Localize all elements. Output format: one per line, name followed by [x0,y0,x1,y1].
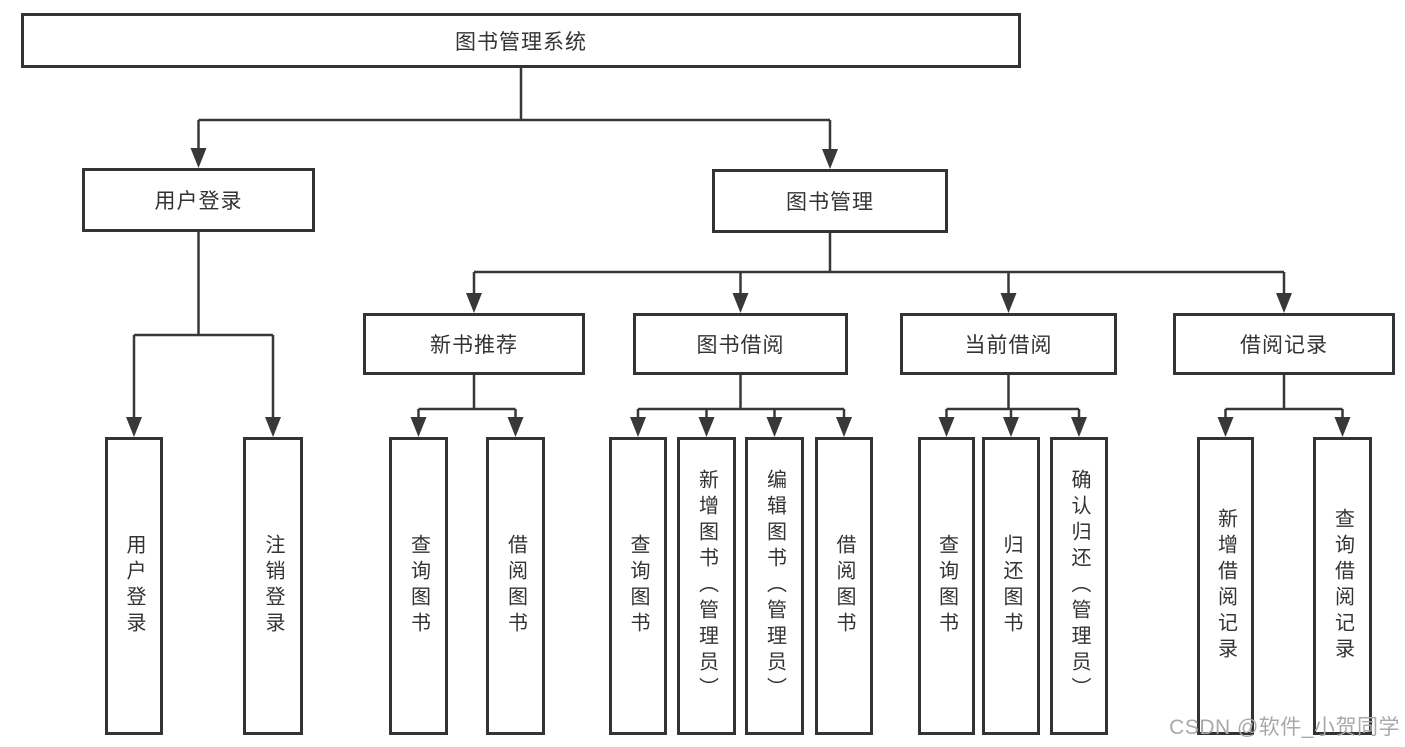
node-label: 查询图书 [935,534,958,638]
node-user-login: 用户登录 [82,168,315,232]
node-label: 新书推荐 [430,334,518,357]
node-leaf-logout: 注销登录 [243,437,303,735]
node-label: 图书借阅 [696,334,785,357]
node-leaf-user-login: 用户登录 [105,437,163,735]
node-label: 用户登录 [123,534,145,638]
node-label: 查询借阅记录 [1331,508,1354,664]
node-new-book-rec: 新书推荐 [363,313,585,375]
node-label: 借阅记录 [1240,334,1328,357]
node-bb-borrow-books: 借阅图书 [815,437,873,735]
node-label: 编辑图书（管理员） [763,469,786,703]
node-label: 用户登录 [154,190,243,213]
node-label: 当前借阅 [964,334,1053,357]
node-label: 查询图书 [407,534,430,638]
node-nbr-query-books: 查询图书 [389,437,448,735]
node-borrow-records: 借阅记录 [1173,313,1395,375]
node-root: 图书管理系统 [21,13,1021,68]
node-bb-edit-books: 编辑图书（管理员） [745,437,804,735]
node-label: 图书管理系统 [455,30,587,54]
node-br-add-record: 新增借阅记录 [1197,437,1254,735]
node-label: 新增图书（管理员） [695,469,718,703]
node-label: 确认归还（管理员） [1068,469,1090,703]
node-label: 新增借阅记录 [1214,508,1237,664]
node-label: 借阅图书 [833,534,855,638]
node-label: 图书管理 [786,191,874,214]
node-current-borrow: 当前借阅 [900,313,1117,375]
node-label: 借阅图书 [504,534,527,638]
node-cb-query-books: 查询图书 [918,437,975,735]
node-bb-query-books: 查询图书 [609,437,667,735]
node-nbr-borrow-books: 借阅图书 [486,437,545,735]
node-bb-add-books: 新增图书（管理员） [677,437,736,735]
node-label: 归还图书 [1000,534,1022,638]
node-book-borrow: 图书借阅 [633,313,848,375]
node-book-mgmt: 图书管理 [712,169,948,233]
node-label: 注销登录 [262,534,284,638]
node-cb-return-books: 归还图书 [982,437,1040,735]
node-label: 查询图书 [627,534,649,638]
node-br-query-record: 查询借阅记录 [1313,437,1372,735]
node-cb-confirm-return: 确认归还（管理员） [1050,437,1108,735]
